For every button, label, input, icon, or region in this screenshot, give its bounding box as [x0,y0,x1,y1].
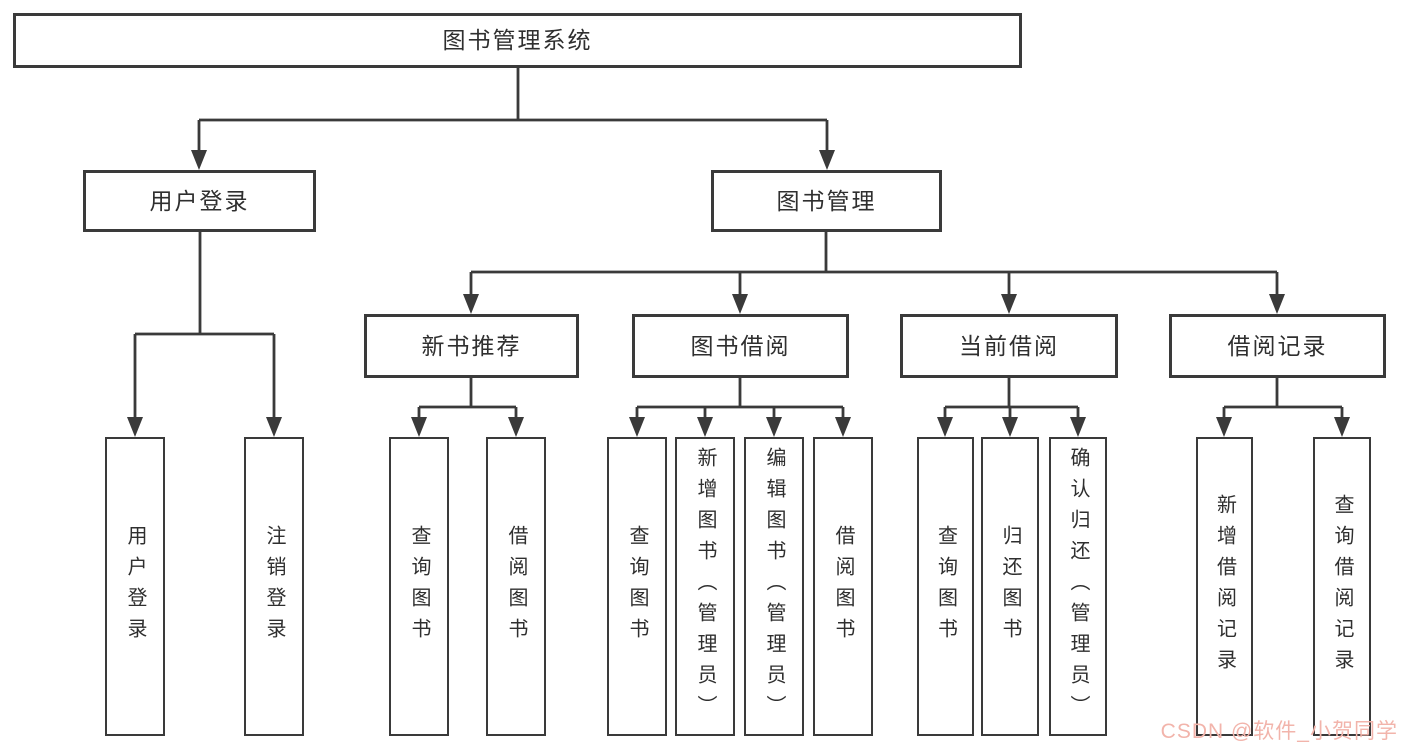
csdn-watermark: CSDN @软件_小贺同学 [1160,720,1398,743]
leaf-borrowing-add-books-admin: 新增图书（管理员） [675,437,735,736]
leaf-borrowing-borrow-books-label: 借阅图书 [832,524,854,649]
leaf-current-query-books-label: 查询图书 [934,524,957,649]
node-current-borrowing: 当前借阅 [900,314,1118,378]
leaf-borrowing-edit-books-admin: 编辑图书（管理员） [744,437,804,736]
leaf-borrowing-query-books: 查询图书 [607,437,667,736]
node-borrowing-records-label: 借阅记录 [1227,332,1328,359]
leaf-borrowing-borrow-books: 借阅图书 [813,437,873,736]
node-borrowing-records: 借阅记录 [1169,314,1386,378]
leaf-logout: 注销登录 [244,437,304,736]
leaf-user-login: 用户登录 [105,437,165,736]
arrowheads [127,150,1350,437]
leaf-records-add-record-label: 新增借阅记录 [1213,493,1236,680]
leaf-borrowing-query-books-label: 查询图书 [626,524,648,649]
leaf-user-login-label: 用户登录 [124,524,146,649]
leaf-recommend-borrow-books-label: 借阅图书 [505,524,527,649]
leaf-current-confirm-return-admin: 确认归还（管理员） [1049,437,1107,736]
leaf-current-return-books: 归还图书 [981,437,1039,736]
node-book-borrowing-label: 图书借阅 [690,332,791,359]
leaf-current-query-books: 查询图书 [917,437,974,736]
node-root: 图书管理系统 [13,13,1022,68]
leaf-borrowing-edit-books-admin-label: 编辑图书（管理员） [763,447,785,726]
node-new-book-recommend-label: 新书推荐 [421,332,522,359]
node-book-management-label: 图书管理 [776,187,877,214]
leaf-recommend-borrow-books: 借阅图书 [486,437,546,736]
leaf-current-return-books-label: 归还图书 [999,524,1021,649]
leaf-records-query-record-label: 查询借阅记录 [1331,493,1353,680]
node-current-borrowing-label: 当前借阅 [959,332,1059,359]
leaf-records-add-record: 新增借阅记录 [1196,437,1253,736]
node-user-login-label: 用户登录 [149,187,250,214]
node-book-management: 图书管理 [711,170,942,232]
node-new-book-recommend: 新书推荐 [364,314,579,378]
leaf-recommend-query-books-label: 查询图书 [408,524,430,649]
leaf-current-confirm-return-admin-label: 确认归还（管理员） [1067,447,1089,726]
node-user-login: 用户登录 [83,170,316,232]
leaf-logout-label: 注销登录 [263,524,285,649]
node-book-borrowing: 图书借阅 [632,314,849,378]
leaf-borrowing-add-books-admin-label: 新增图书（管理员） [694,447,716,726]
leaf-recommend-query-books: 查询图书 [389,437,449,736]
leaf-records-query-record: 查询借阅记录 [1313,437,1371,736]
node-root-label: 图书管理系统 [442,27,593,53]
